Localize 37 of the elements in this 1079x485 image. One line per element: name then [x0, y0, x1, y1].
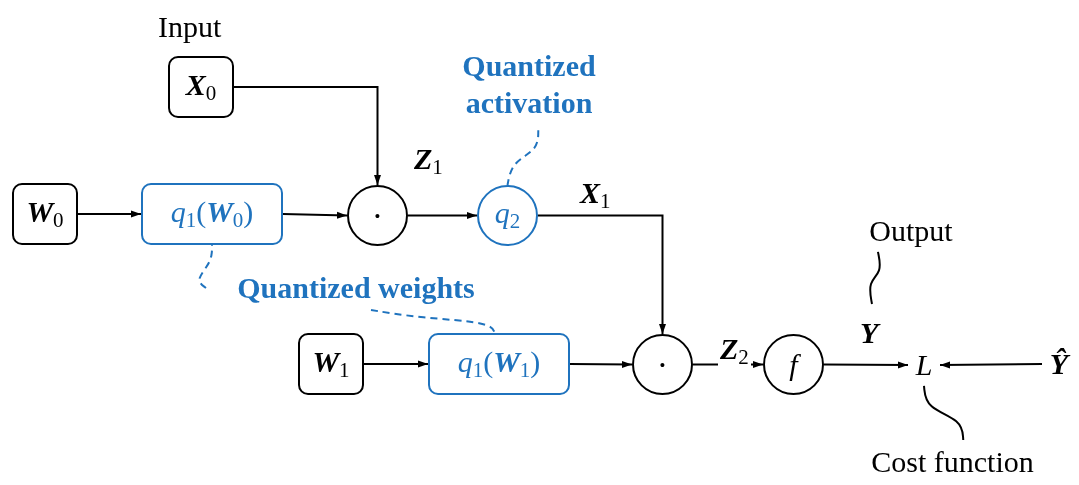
function-circle — [763, 334, 824, 395]
leader-line — [370, 309, 496, 334]
arrow — [939, 361, 1043, 369]
product-circle — [347, 185, 408, 246]
leader-line — [198, 244, 213, 289]
math-label: q$_{2}$ — [494, 198, 521, 233]
math-label: · — [371, 198, 384, 233]
arrow — [823, 361, 909, 369]
leader-line — [923, 384, 965, 441]
arrow — [407, 212, 478, 219]
arrow — [282, 211, 348, 219]
math-label: W$_{0}$ — [26, 196, 64, 232]
arrow — [233, 86, 381, 186]
math-label: W$_{1}$ — [312, 346, 350, 382]
weight-box — [298, 333, 364, 395]
math-label: · — [656, 347, 669, 382]
math-label: q$_{1}$(W$_{0}$) — [170, 196, 254, 232]
caption-text: Input — [158, 10, 222, 44]
math-label: q$_{1}$(W$_{1}$) — [457, 346, 541, 382]
annotation-text: Quantized activation — [461, 47, 597, 121]
arrow — [363, 360, 429, 368]
annotation-text: Quantized weights — [237, 270, 475, 307]
math-label: X$_{0}$ — [185, 69, 217, 105]
annotation-text: Cost function — [871, 444, 1034, 481]
arrow — [569, 360, 633, 368]
weight-box — [12, 183, 78, 245]
leader-line — [506, 129, 540, 186]
product-circle — [632, 334, 693, 395]
quantizer-box — [141, 183, 283, 245]
arrow — [77, 210, 142, 218]
leader-line — [869, 250, 881, 305]
quantizer-box — [428, 333, 570, 395]
math-symbol: L — [915, 350, 933, 380]
quantizer-circle — [477, 185, 538, 246]
math-symbol: Ŷ — [1049, 349, 1069, 379]
annotation-text: Output — [869, 213, 953, 250]
arrow — [537, 214, 666, 335]
